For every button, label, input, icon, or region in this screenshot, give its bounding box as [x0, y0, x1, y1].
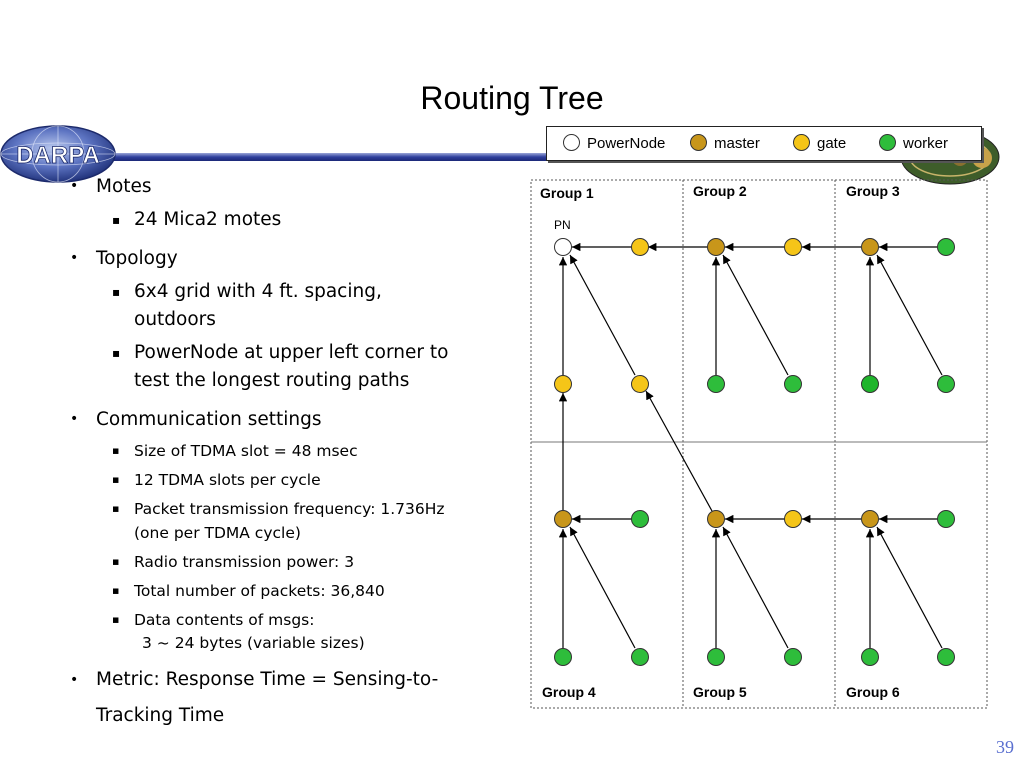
- legend-item-master: master: [690, 134, 760, 152]
- legend-item-powernode: PowerNode: [563, 134, 665, 152]
- darpa-logo-text: DARPA: [16, 142, 100, 169]
- group-label-1: Group 1: [540, 185, 594, 201]
- edge-g1-gate2-to-pn: [569, 254, 636, 376]
- edge-g6-worker2-to-master: [876, 526, 943, 649]
- bullet-comm-frequency: Packet transmission frequency: 1.736Hz(o…: [70, 497, 520, 545]
- bullet-communication: Communication settings: [70, 405, 520, 434]
- group-label-6: Group 6: [846, 684, 900, 700]
- node-worker: [707, 648, 725, 666]
- page-number: 39: [996, 737, 1014, 757]
- bullet-list: Motes 24 Mica2 motes Topology 6x4 grid w…: [70, 172, 520, 734]
- node-master: [707, 510, 725, 528]
- node-powernode: [554, 238, 572, 256]
- routing-edges: [558, 242, 943, 649]
- node-gate: [554, 375, 572, 393]
- node-gate: [784, 510, 802, 528]
- edge-g3-worker2-to-master: [876, 254, 943, 376]
- node-gate: [631, 375, 649, 393]
- node-worker: [937, 510, 955, 528]
- bullet-metric: Metric: Response Time = Sensing-to-Track…: [70, 662, 520, 734]
- bullet-topology: Topology: [70, 244, 520, 273]
- node-master: [707, 238, 725, 256]
- bullet-comm-power: Radio transmission power: 3: [70, 550, 520, 574]
- edge-g4-worker2-to-master: [569, 526, 636, 649]
- node-master: [554, 510, 572, 528]
- edge-g5-worker2-to-master: [722, 526, 789, 649]
- node-worker: [861, 375, 879, 393]
- gate-dot-icon: [793, 134, 810, 151]
- group-label-4: Group 4: [542, 684, 596, 700]
- powernode-dot-icon: [563, 134, 580, 151]
- node-worker: [861, 648, 879, 666]
- group-label-3: Group 3: [846, 183, 900, 199]
- header-bar: [100, 153, 980, 161]
- node-master: [861, 238, 879, 256]
- routing-nodes: [554, 238, 955, 666]
- node-master: [861, 510, 879, 528]
- bullet-comm-data: Data contents of msgs:: [70, 608, 520, 632]
- group-label-2: Group 2: [693, 183, 747, 199]
- worker-dot-icon: [879, 134, 896, 151]
- slide-title: Routing Tree: [420, 80, 604, 116]
- bullet-comm-slot-size: Size of TDMA slot = 48 msec: [70, 439, 520, 463]
- node-worker: [937, 238, 955, 256]
- node-worker: [937, 375, 955, 393]
- routing-tree-diagram: Group 1 Group 2 Group 3 Group 4 Group 5 …: [530, 179, 988, 709]
- node-gate: [784, 238, 802, 256]
- bullet-comm-slots: 12 TDMA slots per cycle: [70, 468, 520, 492]
- bullet-motes-sub: 24 Mica2 motes: [70, 206, 520, 234]
- edge-g5-master-to-gate: [645, 390, 713, 512]
- node-worker: [707, 375, 725, 393]
- node-gate: [631, 238, 649, 256]
- node-worker: [937, 648, 955, 666]
- bullet-motes: Motes: [70, 172, 520, 201]
- legend: PowerNode master gate worker: [546, 126, 982, 161]
- node-worker: [631, 510, 649, 528]
- bullet-comm-data-cont: 3 ~ 24 bytes (variable sizes): [142, 634, 365, 652]
- node-worker: [784, 648, 802, 666]
- node-worker: [784, 375, 802, 393]
- pn-label: PN: [554, 218, 571, 232]
- legend-item-gate: gate: [793, 134, 846, 152]
- bullet-comm-packets: Total number of packets: 36,840: [70, 579, 520, 603]
- group-label-5: Group 5: [693, 684, 747, 700]
- legend-item-worker: worker: [879, 134, 948, 152]
- edge-g2-worker2-to-master: [722, 254, 789, 376]
- bullet-topology-grid: 6x4 grid with 4 ft. spacing,outdoors: [70, 278, 520, 334]
- node-worker: [631, 648, 649, 666]
- node-worker: [554, 648, 572, 666]
- master-dot-icon: [690, 134, 707, 151]
- darpa-logo: DARPA: [0, 125, 116, 183]
- group-grid: [530, 179, 988, 709]
